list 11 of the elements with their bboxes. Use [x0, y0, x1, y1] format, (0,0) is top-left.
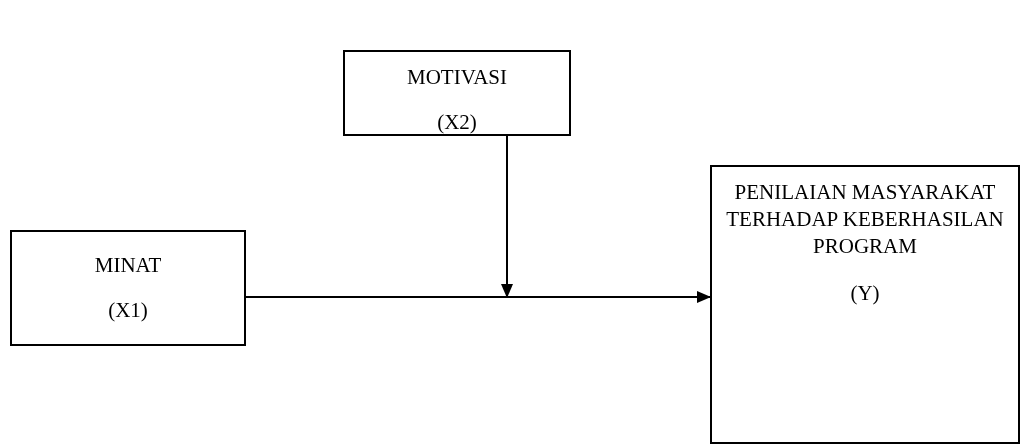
arrow — [245, 291, 711, 303]
variable-name: PENILAIAN MASYARAKAT TERHADAP KEBERHASILAN PROGRAM — [725, 179, 1005, 260]
variable-symbol: (Y) — [850, 280, 880, 307]
variable-symbol: (X2) — [437, 109, 477, 136]
arrow — [501, 135, 513, 298]
variable-name: MOTIVASI — [407, 64, 507, 91]
variable-name: MINAT — [94, 252, 162, 279]
variable-box — [710, 165, 1020, 444]
variable-box — [343, 50, 571, 136]
variable-symbol: (X1) — [108, 297, 148, 324]
variable-box — [10, 230, 246, 346]
